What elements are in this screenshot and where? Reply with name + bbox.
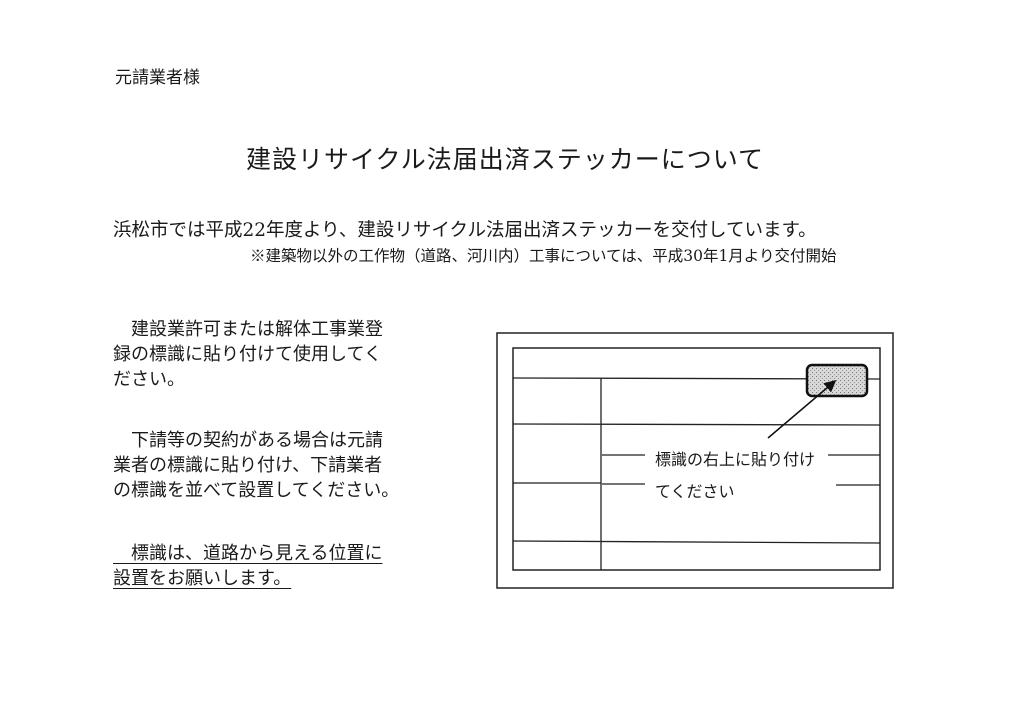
sticker-icon (805, 363, 869, 398)
paragraph-line: 録の標識に貼り付けて使用してく (113, 344, 382, 365)
paragraph-line: の標識を並べて設置してください。 (113, 480, 400, 501)
arrow-icon (767, 380, 837, 439)
paragraph-line: 業者の標識に貼り付け、下請業者 (113, 455, 383, 476)
paragraph-usage: 建設業許可または解体工事業登 録の標識に貼り付けて使用してく ださい。 (113, 317, 383, 392)
paragraph-line: 設置をお願いします。 (113, 568, 292, 589)
addressee: 元請業者様 (115, 68, 200, 88)
document-title: 建設リサイクル法届出済ステッカーについて (245, 145, 764, 174)
paragraph-placement: 標識は、道路から見える位置に 設置をお願いします。 (113, 541, 382, 591)
sign-row-line (512, 423, 881, 426)
note-text: ※建築物以外の工作物（道路、河川内）工事については、平成30年1月より交付開始 (250, 247, 837, 265)
diagram-outer-frame (496, 332, 894, 589)
sign-board (512, 347, 881, 571)
sign-row-line (512, 540, 881, 544)
diagram-label: てください (655, 482, 735, 501)
paragraph-line: 標識は、道路から見える位置に (113, 543, 383, 564)
diagram-label: 標識の右上に貼り付け (655, 450, 816, 469)
paragraph-subcontract: 下請等の契約がある場合は元請 業者の標識に貼り付け、下請業者 の標識を並べて設置… (113, 428, 399, 503)
paragraph-line: 下請等の契約がある場合は元請 (113, 430, 383, 451)
paragraph-line: ださい。 (113, 369, 185, 390)
paragraph-line: 建設業許可または解体工事業登 (113, 319, 383, 340)
intro-text: 浜松市では平成22年度より、建設リサイクル法届出済ステッカーを交付しています。 (113, 220, 817, 241)
